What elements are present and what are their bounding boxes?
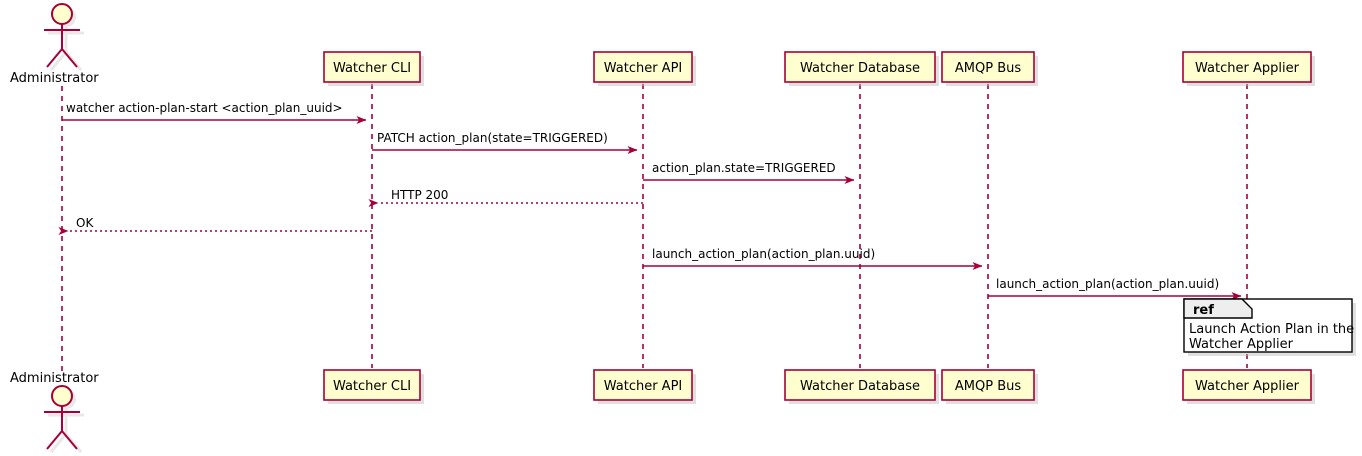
messages: watcher action-plan-start <action_plan_u…: [58, 101, 1242, 300]
participant-box[interactable]: [784, 51, 936, 83]
message-label: OK: [76, 216, 94, 230]
participant-watcher-database-bottom[interactable]: Watcher Database: [784, 369, 939, 404]
participant-box[interactable]: [323, 369, 421, 401]
participant-box[interactable]: [941, 51, 1035, 83]
ref-frame-tag-label: ref: [1193, 303, 1214, 318]
actor-head-icon: [51, 3, 73, 25]
participant-watcher-api-bottom[interactable]: Watcher API: [593, 369, 696, 404]
participant-watcher-cli-bottom[interactable]: Watcher CLI: [323, 369, 424, 404]
participant-box[interactable]: [1182, 369, 1312, 401]
participant-label: Watcher Database: [800, 61, 920, 76]
participant-label: Watcher Database: [800, 379, 920, 394]
participant-box[interactable]: [323, 51, 421, 83]
ref-frame-line-1: Launch Action Plan in the: [1189, 322, 1354, 337]
participant-box[interactable]: [593, 51, 693, 83]
message-label: PATCH action_plan(state=TRIGGERED): [377, 131, 608, 145]
ref-frame-tag: [1183, 298, 1253, 319]
message-label: launch_action_plan(action_plan.uuid): [996, 277, 1219, 291]
participant-watcher-cli-top[interactable]: Watcher CLI: [323, 51, 424, 86]
participant-box[interactable]: [941, 369, 1035, 401]
message-ok: OK: [58, 216, 372, 235]
participant-label: Watcher Applier: [1195, 61, 1300, 76]
participant-watcher-applier-bottom[interactable]: Watcher Applier: [1182, 369, 1315, 404]
participant-amqp-bus-top[interactable]: AMQP Bus: [941, 51, 1038, 86]
actor-label-top: Administrator: [10, 71, 99, 86]
message-watcher-action-plan-start: watcher action-plan-start <action_plan_u…: [62, 101, 367, 124]
actor-administrator-top: Administrator: [10, 3, 99, 86]
message-label: HTTP 200: [391, 188, 448, 202]
participant-label: AMQP Bus: [955, 61, 1021, 76]
participant-box[interactable]: [1182, 51, 1312, 83]
actor-leg-left-bottom: [46, 430, 63, 450]
participant-boxes-bottom: Watcher CLI Watcher API Watcher Database…: [323, 369, 1315, 404]
actor-administrator-bottom: Administrator: [10, 371, 99, 453]
participant-boxes-top: Watcher CLI Watcher API Watcher Database…: [323, 51, 1315, 86]
participant-label: Watcher CLI: [333, 379, 411, 394]
actor-label-bottom: Administrator: [10, 371, 99, 386]
participant-label: Watcher Applier: [1195, 379, 1300, 394]
participant-amqp-bus-bottom[interactable]: AMQP Bus: [941, 369, 1038, 404]
message-label: action_plan.state=TRIGGERED: [652, 161, 836, 175]
participant-label: AMQP Bus: [955, 379, 1021, 394]
actor-head-icon-bottom: [51, 385, 73, 407]
actor-leg-left: [46, 48, 63, 68]
message-label: watcher action-plan-start <action_plan_u…: [66, 101, 343, 115]
message-patch-action-plan: PATCH action_plan(state=TRIGGERED): [372, 131, 638, 154]
participant-watcher-applier-top[interactable]: Watcher Applier: [1182, 51, 1315, 86]
actor-leg-right-bottom: [61, 430, 78, 450]
message-http-200: HTTP 200: [368, 188, 643, 207]
lifelines: [61, 84, 1248, 371]
ref-frame-line-2: Watcher Applier: [1189, 337, 1294, 352]
participant-watcher-database-top[interactable]: Watcher Database: [784, 51, 939, 86]
participant-watcher-api-top[interactable]: Watcher API: [593, 51, 696, 86]
participant-label: Watcher API: [604, 379, 683, 394]
message-label: launch_action_plan(action_plan.uuid): [652, 247, 875, 261]
ref-frame-launch-action-plan[interactable]: ref Launch Action Plan in the Watcher Ap…: [1183, 298, 1356, 356]
participant-label: Watcher API: [604, 61, 683, 76]
participant-box[interactable]: [784, 369, 936, 401]
message-launch-action-plan-applier: launch_action_plan(action_plan.uuid): [988, 277, 1242, 300]
participant-label: Watcher CLI: [333, 61, 411, 76]
message-action-plan-state-triggered: action_plan.state=TRIGGERED: [643, 161, 855, 184]
message-launch-action-plan-amqp: launch_action_plan(action_plan.uuid): [643, 247, 983, 270]
actor-leg-right: [61, 48, 78, 68]
participant-box[interactable]: [593, 369, 693, 401]
